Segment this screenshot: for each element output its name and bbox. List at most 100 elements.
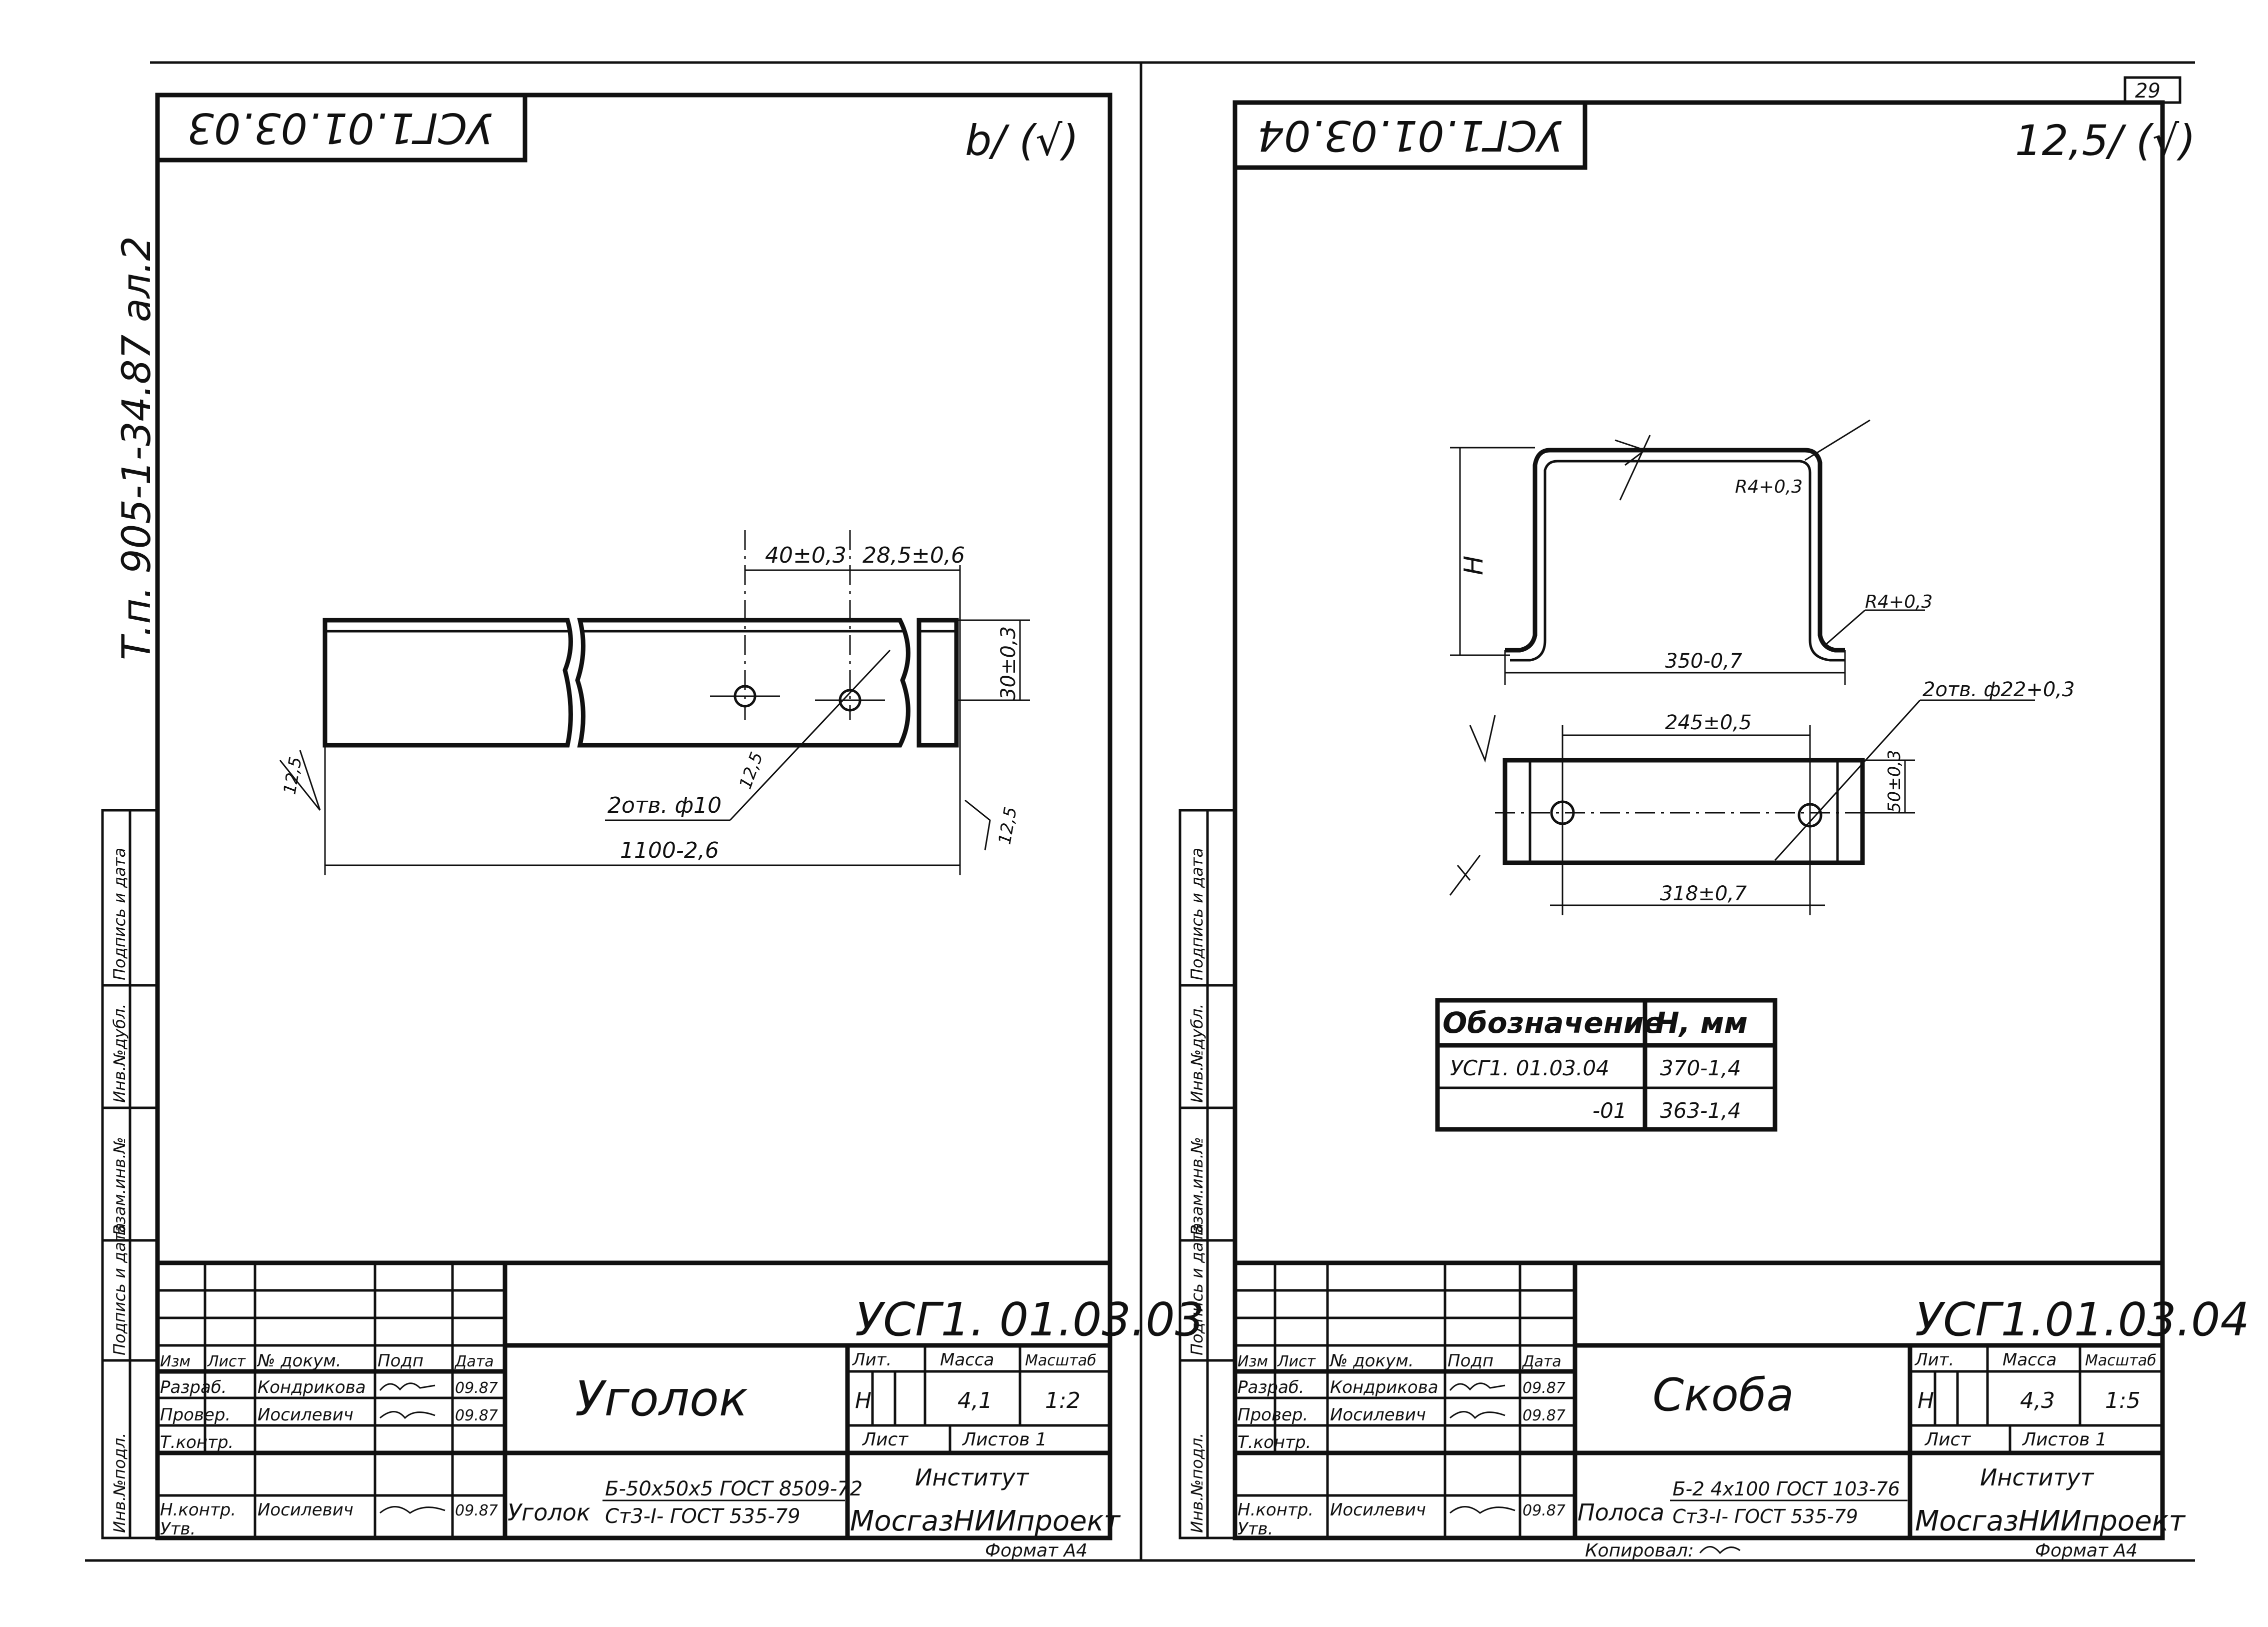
right-tb-r4-role: Н.контр.: [1238, 1500, 1314, 1520]
left-tb-r3-role: Т.контр.: [160, 1432, 234, 1452]
right-tb-material-2: Ст3-I- ГОСТ 535-79: [1672, 1505, 1858, 1527]
right-tb-r4-name: Иосилевич: [1330, 1500, 1426, 1520]
left-tb-r4-role: Н.контр.: [160, 1500, 236, 1520]
left-tb-r4-date: 09.87: [455, 1502, 498, 1519]
right-roughness: 12,5/ (√): [2015, 116, 2196, 165]
left-dim-40: 40±0,3: [765, 543, 846, 568]
right-stamp-3: Взам.инв.№: [1188, 1137, 1206, 1235]
left-tb-r2-date: 09.87: [455, 1407, 498, 1424]
left-code-box: [155, 93, 528, 163]
left-sheet: УСГ1.01.03.03 b/ (√) 40±0,3 28,5±0,6: [101, 93, 1204, 1561]
page-number: 29: [2135, 80, 2160, 103]
right-dim-width: 350-0,7: [1665, 650, 1742, 673]
left-tb-mass-label: Масса: [940, 1350, 994, 1370]
page-number-box: [2124, 76, 2182, 104]
left-angle-part: 40±0,3 28,5±0,6 30±0,3 1100-2,6 2отв. ф1…: [279, 530, 1030, 875]
left-tb-scale: 1:2: [1045, 1388, 1080, 1413]
right-tb-material-name: Полоса: [1578, 1499, 1664, 1526]
right-dim-245: 245±0,5: [1665, 711, 1752, 734]
right-tb-scale-label: Масштаб: [2085, 1352, 2156, 1369]
left-r-12-5-left: 12,5: [280, 755, 306, 796]
right-signature-1: [1449, 1382, 1506, 1391]
left-dim-height: 30±0,3: [997, 626, 1020, 700]
right-dim-r2: R4+0,3: [1865, 592, 1932, 612]
left-stamp-1: Инв.№подл.: [110, 1433, 129, 1533]
left-signature-1: [379, 1382, 436, 1391]
left-tb-h2: Лист: [207, 1353, 246, 1370]
left-tb-r5-role: Утв.: [160, 1519, 196, 1539]
right-tb-h5: Дата: [1522, 1353, 1562, 1370]
left-side-stamp: Инв.№подл. Подпись и дата Взам.инв.№ Инв…: [101, 809, 159, 1539]
right-dim-r1: R4+0,3: [1735, 477, 1802, 497]
right-signature-3: [1450, 1506, 1516, 1514]
left-code-inverted: УСГ1.01.03.03: [188, 104, 493, 153]
right-sheet: 29 УСГ1.01.03.04 12,5/ (√) H 350-0,7 R4+…: [1178, 76, 2250, 1561]
right-tb-org-1: Институт: [1980, 1464, 2094, 1491]
right-table-r1c1: УСГ1. 01.03.04: [1450, 1056, 1610, 1080]
right-tb-h2: Лист: [1277, 1353, 1316, 1370]
left-tb-sheets-label: Листов 1: [962, 1429, 1047, 1450]
right-code-box: [1232, 100, 1588, 170]
right-stamp-4: Инв.№дубл.: [1188, 1003, 1206, 1103]
left-tb-h5: Дата: [454, 1353, 494, 1370]
left-tb-lit-label: Лит.: [852, 1350, 892, 1370]
left-tb-h4: Подп: [378, 1351, 424, 1371]
right-tb-h4: Подп: [1448, 1351, 1494, 1371]
left-tb-scale-label: Масштаб: [1025, 1352, 1096, 1369]
right-tb-r4-date: 09.87: [1522, 1502, 1566, 1519]
left-tb-material-1: Б-50х50х5 ГОСТ 8509-72: [605, 1477, 862, 1500]
right-tb-format: Формат А4: [2035, 1540, 2138, 1561]
left-tb-h1: Изм: [160, 1353, 190, 1370]
left-tb-r2-role: Провер.: [160, 1405, 230, 1425]
right-stamp-5: Подпись и дата: [1188, 848, 1206, 980]
right-tb-h3: № докум.: [1329, 1351, 1414, 1371]
right-table-h1: Обозначение: [1442, 1006, 1664, 1040]
series-label: Т.п. 905-1-34.87 ал.2: [114, 236, 160, 660]
right-tb-sheet-label: Лист: [1924, 1429, 1971, 1450]
left-title-block: УСГ1. 01.03.03 Уголок Изм Лист № докум. …: [155, 1260, 1204, 1561]
left-tb-org-2: МосгазНИИпроект: [850, 1505, 1120, 1537]
right-signature-2: [1450, 1411, 1506, 1419]
right-table-r1c2: 370-1,4: [1660, 1056, 1741, 1080]
right-dim-h: H: [1459, 556, 1489, 575]
right-bracket-view: H 350-0,7 R4+0,3 R4+0,3: [1450, 419, 1932, 685]
left-tb-code: УСГ1. 01.03.03: [855, 1293, 1204, 1346]
right-tb-mass: 4,3: [2020, 1388, 2055, 1413]
left-tb-r1-name: Кондрикова: [258, 1377, 366, 1397]
right-stamp-2: Подпись и дата: [1188, 1223, 1206, 1355]
left-tb-format: Формат А4: [985, 1540, 1088, 1561]
right-stamp-1: Инв.№подл.: [1188, 1433, 1206, 1533]
left-tb-name: Уголок: [575, 1371, 748, 1427]
right-tb-r2-role: Провер.: [1238, 1405, 1308, 1425]
left-signature-3: [380, 1506, 446, 1514]
right-tb-mass-label: Масса: [2002, 1350, 2056, 1370]
left-tb-org-1: Институт: [915, 1464, 1029, 1491]
right-dim-holes: 2отв. ф22+0,3: [1922, 678, 2074, 701]
left-tb-lit: Н: [855, 1388, 872, 1413]
left-tb-h3: № докум.: [256, 1351, 342, 1371]
right-tb-name: Скоба: [1652, 1369, 1794, 1421]
right-code-inverted: УСГ1.01.03.04: [1258, 111, 1563, 160]
right-tb-code: УСГ1.01.03.04: [1915, 1293, 2250, 1346]
right-table-r2c1: -01: [1592, 1098, 1627, 1123]
right-tb-r2-name: Иосилевич: [1330, 1405, 1426, 1425]
right-tb-r5-role: Утв.: [1238, 1519, 1273, 1539]
right-tb-lit: Н: [1918, 1388, 1934, 1413]
right-title-block: УСГ1.01.03.04 Скоба Изм Лист № докум. По…: [1232, 1260, 2250, 1561]
right-tb-scale: 1:5: [2105, 1388, 2140, 1413]
right-tb-material-1: Б-2 4х100 ГОСТ 103-76: [1672, 1478, 1900, 1500]
left-stamp-4: Инв.№дубл.: [110, 1003, 129, 1103]
left-signature-2: [380, 1411, 436, 1419]
right-tb-h1: Изм: [1238, 1353, 1268, 1370]
left-stamp-3: Взам.инв.№: [110, 1137, 129, 1235]
left-roughness: b/ (√): [965, 116, 1078, 165]
left-tb-material-2: Ст3-I- ГОСТ 535-79: [605, 1505, 800, 1528]
left-dim-length: 1100-2,6: [620, 838, 719, 863]
copier-signature: [1699, 1546, 1740, 1554]
right-table-h2: Н, мм: [1655, 1006, 1748, 1040]
left-tb-material-name: Уголок: [508, 1499, 590, 1526]
left-tb-r1-date: 09.87: [455, 1379, 498, 1397]
right-tb-r3-role: Т.контр.: [1238, 1432, 1311, 1452]
left-dim-holes: 2отв. ф10: [608, 793, 722, 818]
